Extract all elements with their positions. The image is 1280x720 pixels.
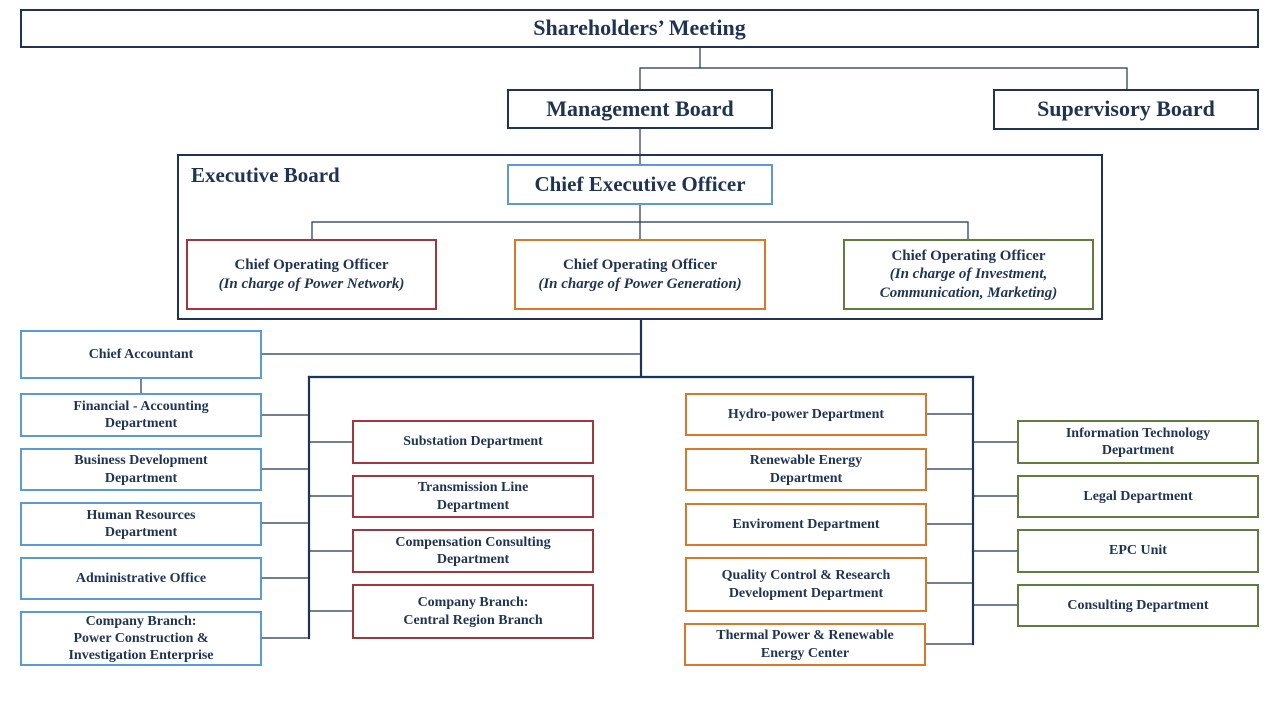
chief-accountant-box: Chief Accountant: [20, 330, 262, 379]
renewable-energy-line-1: Renewable Energy: [749, 453, 863, 469]
branch-pcie-line-3: Investigation Enterprise: [68, 648, 214, 664]
epc-unit-box: EPC Unit: [1017, 529, 1259, 573]
executive-board-label: Executive Board: [191, 163, 340, 187]
thermal-power-box: Thermal Power & Renewable Energy Center: [684, 623, 926, 666]
consulting-label: Consulting Department: [1067, 597, 1209, 613]
connector-network-bus: [308, 441, 354, 612]
financial-accounting-box: Financial - Accounting Department: [20, 393, 262, 437]
connector-left-bus: [260, 414, 310, 639]
substation-label: Substation Department: [403, 434, 543, 450]
financial-accounting-line-2: Department: [104, 416, 178, 431]
information-technology-box: Information Technology Department: [1017, 420, 1259, 464]
coo-investment-title: Chief Operating Officer: [891, 248, 1046, 265]
information-technology-line-2: Department: [1101, 443, 1175, 458]
coo-generation-title: Chief Operating Officer: [562, 257, 718, 274]
branch-pcie-box: Company Branch: Power Construction & Inv…: [20, 611, 262, 666]
executive-board-frame: [177, 154, 1103, 320]
supervisory-board-label: Supervisory Board: [1037, 96, 1215, 122]
branch-pcie-line-1: Company Branch:: [85, 613, 197, 629]
business-development-line-2: Department: [104, 470, 178, 486]
administrative-office-label: Administrative Office: [75, 570, 207, 586]
business-development-line-1: Business Development: [74, 453, 208, 469]
connector-main-trunk: [307, 318, 975, 379]
ceo-label: Chief Executive Officer: [534, 171, 746, 196]
epc-unit-label: EPC Unit: [1109, 543, 1167, 559]
consulting-box: Consulting Department: [1017, 584, 1259, 627]
coo-generation-box: Chief Operating Officer (In charge of Po…: [514, 239, 766, 310]
quality-control-line-2: Development Department: [728, 585, 884, 601]
coo-network-title: Chief Operating Officer: [234, 257, 389, 274]
coo-investment-scope-2: Communication, Marketing): [879, 284, 1058, 301]
hydro-power-label: Hydro-power Department: [727, 406, 885, 422]
supervisory-board-box: Supervisory Board: [993, 89, 1259, 130]
thermal-power-line-2: Energy Center: [760, 645, 850, 661]
legal-box: Legal Department: [1017, 475, 1259, 518]
human-resources-line-1: Human Resources: [86, 507, 196, 523]
coo-network-box: Chief Operating Officer (In charge of Po…: [186, 239, 437, 310]
human-resources-line-2: Department: [104, 525, 178, 540]
transmission-line-line-1: Transmission Line: [417, 480, 529, 496]
financial-accounting-line-1: Financial - Accounting: [73, 398, 209, 414]
thermal-power-line-1: Thermal Power & Renewable: [716, 628, 894, 644]
business-development-box: Business Development Department: [20, 448, 262, 491]
compensation-consulting-box: Compensation Consulting Department: [352, 529, 594, 573]
management-board-label: Management Board: [546, 95, 734, 121]
compensation-consulting-line-1: Compensation Consulting: [395, 534, 551, 550]
connector-shareholders-boards: [639, 46, 1128, 91]
quality-control-box: Quality Control & Research Development D…: [685, 557, 927, 612]
connector-generation-bus: [925, 413, 974, 645]
substation-box: Substation Department: [352, 420, 594, 464]
renewable-energy-line-2: Department: [769, 470, 843, 486]
renewable-energy-box: Renewable Energy Department: [685, 448, 927, 491]
shareholders-meeting-box: Shareholders’ Meeting: [20, 9, 1259, 48]
branch-central-box: Company Branch: Central Region Branch: [352, 584, 594, 639]
coo-investment-box: Chief Operating Officer (In charge of In…: [843, 239, 1094, 310]
shareholders-meeting-label: Shareholders’ Meeting: [533, 15, 746, 41]
connector-ceo-coos: [311, 203, 969, 241]
connector-investment-bus: [972, 441, 1019, 606]
administrative-office-box: Administrative Office: [20, 557, 262, 600]
connector-accountant: [140, 353, 642, 395]
hydro-power-box: Hydro-power Department: [685, 393, 927, 436]
human-resources-box: Human Resources Department: [20, 502, 262, 546]
compensation-consulting-line-2: Department: [436, 552, 510, 567]
branch-central-line-2: Central Region Branch: [403, 612, 543, 628]
transmission-line-box: Transmission Line Department: [352, 475, 594, 518]
ceo-box: Chief Executive Officer: [507, 164, 773, 205]
chief-accountant-label: Chief Accountant: [88, 346, 194, 362]
legal-label: Legal Department: [1083, 488, 1193, 504]
branch-pcie-line-2: Power Construction &: [73, 630, 209, 646]
coo-investment-scope-1: (In charge of Investment,: [889, 266, 1048, 283]
coo-generation-scope: (In charge of Power Generation): [538, 275, 742, 292]
quality-control-line-1: Quality Control & Research: [721, 568, 891, 584]
coo-network-scope: (In charge of Power Network): [218, 275, 405, 292]
environment-box: Enviroment Department: [685, 503, 927, 546]
environment-label: Enviroment Department: [732, 516, 880, 532]
branch-central-line-1: Company Branch:: [417, 595, 529, 611]
transmission-line-line-2: Department: [436, 497, 510, 513]
information-technology-line-1: Information Technology: [1065, 425, 1211, 441]
management-board-box: Management Board: [507, 89, 773, 129]
